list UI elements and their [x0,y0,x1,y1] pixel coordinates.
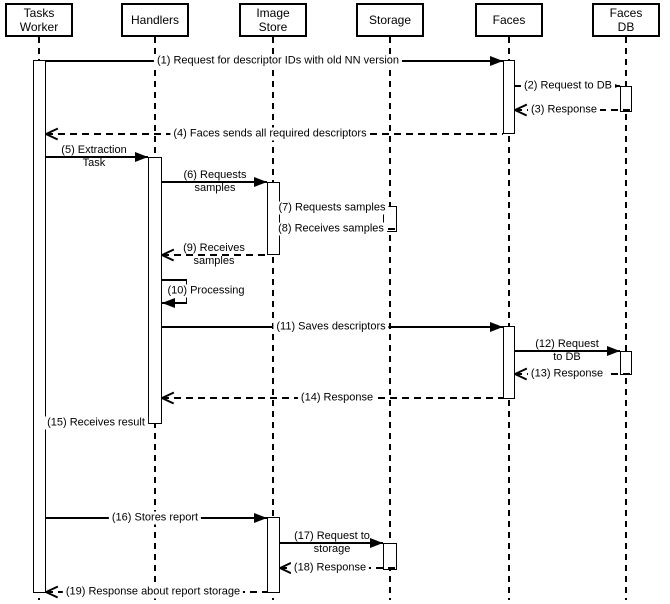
activation-faces-1 [503,60,515,134]
message-14-open-arrowhead-icon [162,391,176,405]
message-label-13: (13) Response [527,367,607,381]
activation-storage-2 [383,543,397,570]
lifeline-faces [508,37,510,600]
message-label-10: (10) Processing [164,284,248,298]
activation-faces-db-1 [620,86,632,112]
message-6-filled-arrowhead-icon [254,177,267,187]
message-label-5: (5) Extraction Task [61,144,127,169]
message-13-open-arrowhead-icon [515,367,529,381]
message-line-17 [280,542,383,544]
lifeline-storage [389,37,391,600]
message-label-19: (19) Response about report storage [62,585,244,599]
message-line-5 [46,156,148,158]
actor-box-faces: Faces [475,3,543,37]
lifeline-faces-db [625,37,627,600]
message-line-6 [162,181,267,183]
message-4-open-arrowhead-icon [46,127,60,141]
message-label-4: (4) Faces sends all required descriptors [170,127,370,141]
message-label-11: (11) Saves descriptors [273,320,389,334]
message-3-open-arrowhead-icon [515,103,529,117]
message-label-6: (6) Requests samples [183,169,247,194]
message-label-3: (3) Response [527,103,601,117]
activation-handlers [148,157,162,424]
activation-image-store-2 [267,517,280,593]
actor-box-handlers: Handlers [121,3,189,37]
message-label-14: (14) Response [297,391,377,405]
message-label-8: (8) Receives samples [275,222,387,236]
message-19-open-arrowhead-icon [46,585,60,599]
message-label-7: (7) Requests samples [275,201,389,215]
message-label-2: (2) Request to DB [520,79,616,93]
message-9-open-arrowhead-icon [162,248,176,262]
message-10-filled-arrowhead-icon [162,298,175,308]
activation-faces-2 [503,326,515,399]
message-line-12 [515,350,620,352]
actor-box-tasks-worker: Tasks Worker [5,3,73,37]
message-line-10-out [162,279,187,281]
actor-box-storage: Storage [356,3,424,37]
message-label-16: (16) Stores report [108,511,202,525]
message-label-9: (9) Receives samples [183,242,245,267]
message-16-filled-arrowhead-icon [254,513,267,523]
actor-box-faces-db: Faces DB [592,3,660,37]
message-line-9 [162,254,267,256]
message-label-17: (17) Request to storage [294,530,370,555]
message-17-filled-arrowhead-icon [370,538,383,548]
message-1-filled-arrowhead-icon [490,56,503,66]
message-5-filled-arrowhead-icon [135,152,148,162]
lifeline-image-store [272,37,274,600]
activation-faces-db-2 [620,351,632,375]
activation-tasks-worker [33,60,46,593]
actor-box-image-store: Image Store [239,3,307,37]
message-12-filled-arrowhead-icon [607,346,620,356]
message-label-12: (12) Request to DB [535,338,599,363]
message-11-filled-arrowhead-icon [490,322,503,332]
message-label-1: (1) Request for descriptor IDs with old … [153,54,403,68]
message-label-15: (15) Receives result [44,416,148,430]
message-label-18: (18) Response [290,561,370,575]
activation-image-store-1 [267,182,280,255]
